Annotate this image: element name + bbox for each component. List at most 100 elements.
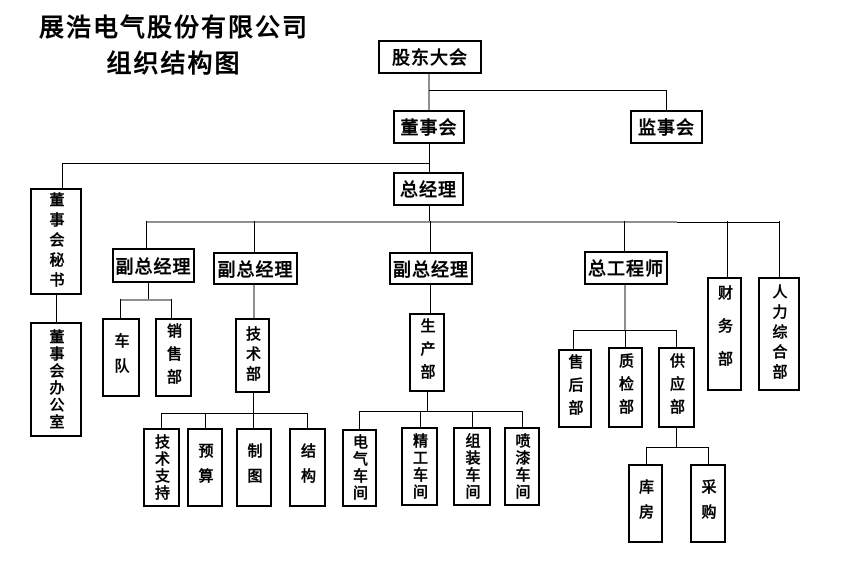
node-assembly-workshop: 组装车间 [453, 427, 491, 506]
connector-line [677, 222, 779, 223]
diagram-title: 展浩电气股份有限公司 组织结构图 [28, 10, 320, 82]
connector-line [253, 285, 255, 318]
node-purchasing: 采购 [690, 464, 726, 543]
node-budget-label: 预算 [196, 442, 214, 493]
node-budget: 预算 [187, 428, 223, 507]
connector-line [666, 90, 667, 110]
connector-line [428, 74, 430, 110]
connector-line [148, 283, 149, 300]
node-deputy-gm-2-label: 副总经理 [217, 259, 294, 280]
connector-line [472, 411, 473, 427]
connector-line [307, 413, 308, 428]
node-sales-dept: 销售部 [155, 318, 192, 397]
node-quality-dept: 质检部 [608, 347, 643, 428]
node-fleet-label: 车队 [112, 332, 130, 383]
node-assembly-workshop-label: 组装车间 [463, 432, 481, 501]
node-deputy-gm-3: 副总经理 [389, 252, 473, 285]
node-structure-label: 结构 [299, 442, 316, 493]
node-shareholders-meeting: 股东大会 [378, 40, 482, 74]
node-finance-dept-label: 财务部 [716, 284, 733, 384]
node-tech-support: 技术支持 [143, 428, 180, 507]
connector-line [625, 330, 626, 347]
node-supply-dept: 供应部 [658, 347, 695, 428]
node-sales-dept-label: 销售部 [165, 323, 182, 392]
connector-line [146, 221, 677, 223]
connector-line [359, 411, 360, 429]
node-supervisory-board: 监事会 [630, 110, 703, 144]
node-warehouse: 库房 [628, 464, 663, 543]
node-purchasing-label: 采购 [699, 478, 717, 529]
connector-line [727, 221, 728, 277]
connector-line [427, 392, 428, 411]
node-hr-general-dept-label: 人力综合部 [770, 284, 788, 384]
connector-line [120, 299, 172, 301]
node-supervisory-board-label: 监事会 [638, 118, 695, 138]
connector-line [62, 163, 63, 188]
connector-line [146, 221, 147, 248]
node-drafting-label: 制图 [245, 442, 263, 493]
node-precision-workshop-label: 精工车间 [411, 432, 428, 501]
connector-line [420, 411, 421, 427]
connector-line [779, 221, 780, 277]
node-after-sales-dept: 售后部 [558, 349, 592, 428]
diagram-title-line2: 组织结构图 [106, 50, 242, 78]
connector-line [429, 90, 667, 91]
node-deputy-gm-1-label: 副总经理 [115, 256, 192, 277]
connector-line [205, 413, 206, 428]
connector-line [253, 413, 254, 428]
node-after-sales-dept-label: 售后部 [566, 354, 584, 423]
connector-line [708, 447, 709, 464]
connector-line [253, 393, 254, 413]
connector-line [430, 221, 431, 252]
connector-line [359, 411, 523, 412]
connector-line [646, 447, 708, 448]
node-board-secretary: 董事会秘书 [30, 188, 82, 295]
node-quality-dept-label: 质检部 [617, 353, 634, 422]
node-general-manager-label: 总经理 [400, 180, 457, 200]
node-painting-workshop: 喷漆车间 [504, 427, 540, 506]
node-finance-dept: 财务部 [707, 277, 742, 391]
node-production-dept: 生产部 [409, 313, 445, 392]
connector-line [646, 447, 647, 464]
node-supply-dept-label: 供应部 [668, 353, 685, 422]
node-chief-engineer: 总工程师 [584, 251, 668, 285]
node-board-of-directors: 董事会 [393, 110, 465, 144]
node-production-dept-label: 生产部 [418, 318, 436, 387]
connector-line [161, 413, 162, 428]
node-deputy-gm-1: 副总经理 [112, 248, 195, 283]
node-board-office: 董事会办公室 [30, 322, 82, 437]
node-board-secretary-label: 董事会秘书 [47, 191, 65, 292]
diagram-title-line1: 展浩电气股份有限公司 [38, 14, 309, 42]
node-board-of-directors-label: 董事会 [400, 118, 458, 138]
node-board-office-label: 董事会办公室 [47, 328, 65, 431]
node-fleet: 车队 [102, 318, 140, 397]
connector-line [120, 299, 121, 318]
node-deputy-gm-3-label: 副总经理 [393, 259, 469, 280]
node-tech-dept: 技术部 [235, 318, 270, 393]
connector-line [429, 206, 430, 222]
connector-line [522, 411, 523, 427]
connector-line [573, 330, 574, 349]
node-electrical-workshop-label: 电气车间 [351, 434, 368, 502]
connector-line [161, 413, 308, 414]
node-chief-engineer-label: 总工程师 [588, 259, 664, 279]
node-drafting: 制图 [236, 428, 272, 507]
node-warehouse-label: 库房 [637, 478, 654, 529]
connector-line [676, 428, 677, 447]
connector-line [62, 163, 430, 164]
node-painting-workshop-label: 喷漆车间 [513, 432, 531, 501]
connector-line [676, 330, 677, 347]
node-tech-dept-label: 技术部 [244, 325, 261, 386]
node-structure: 结构 [289, 428, 326, 507]
connector-line [56, 295, 57, 322]
connector-line [254, 221, 255, 252]
node-deputy-gm-2: 副总经理 [213, 252, 298, 285]
connector-line [430, 285, 431, 313]
node-electrical-workshop: 电气车间 [342, 429, 377, 507]
connector-line [429, 144, 430, 172]
node-general-manager: 总经理 [393, 172, 464, 206]
connector-line [624, 285, 626, 330]
node-precision-workshop: 精工车间 [401, 427, 438, 506]
connector-line [171, 299, 172, 318]
